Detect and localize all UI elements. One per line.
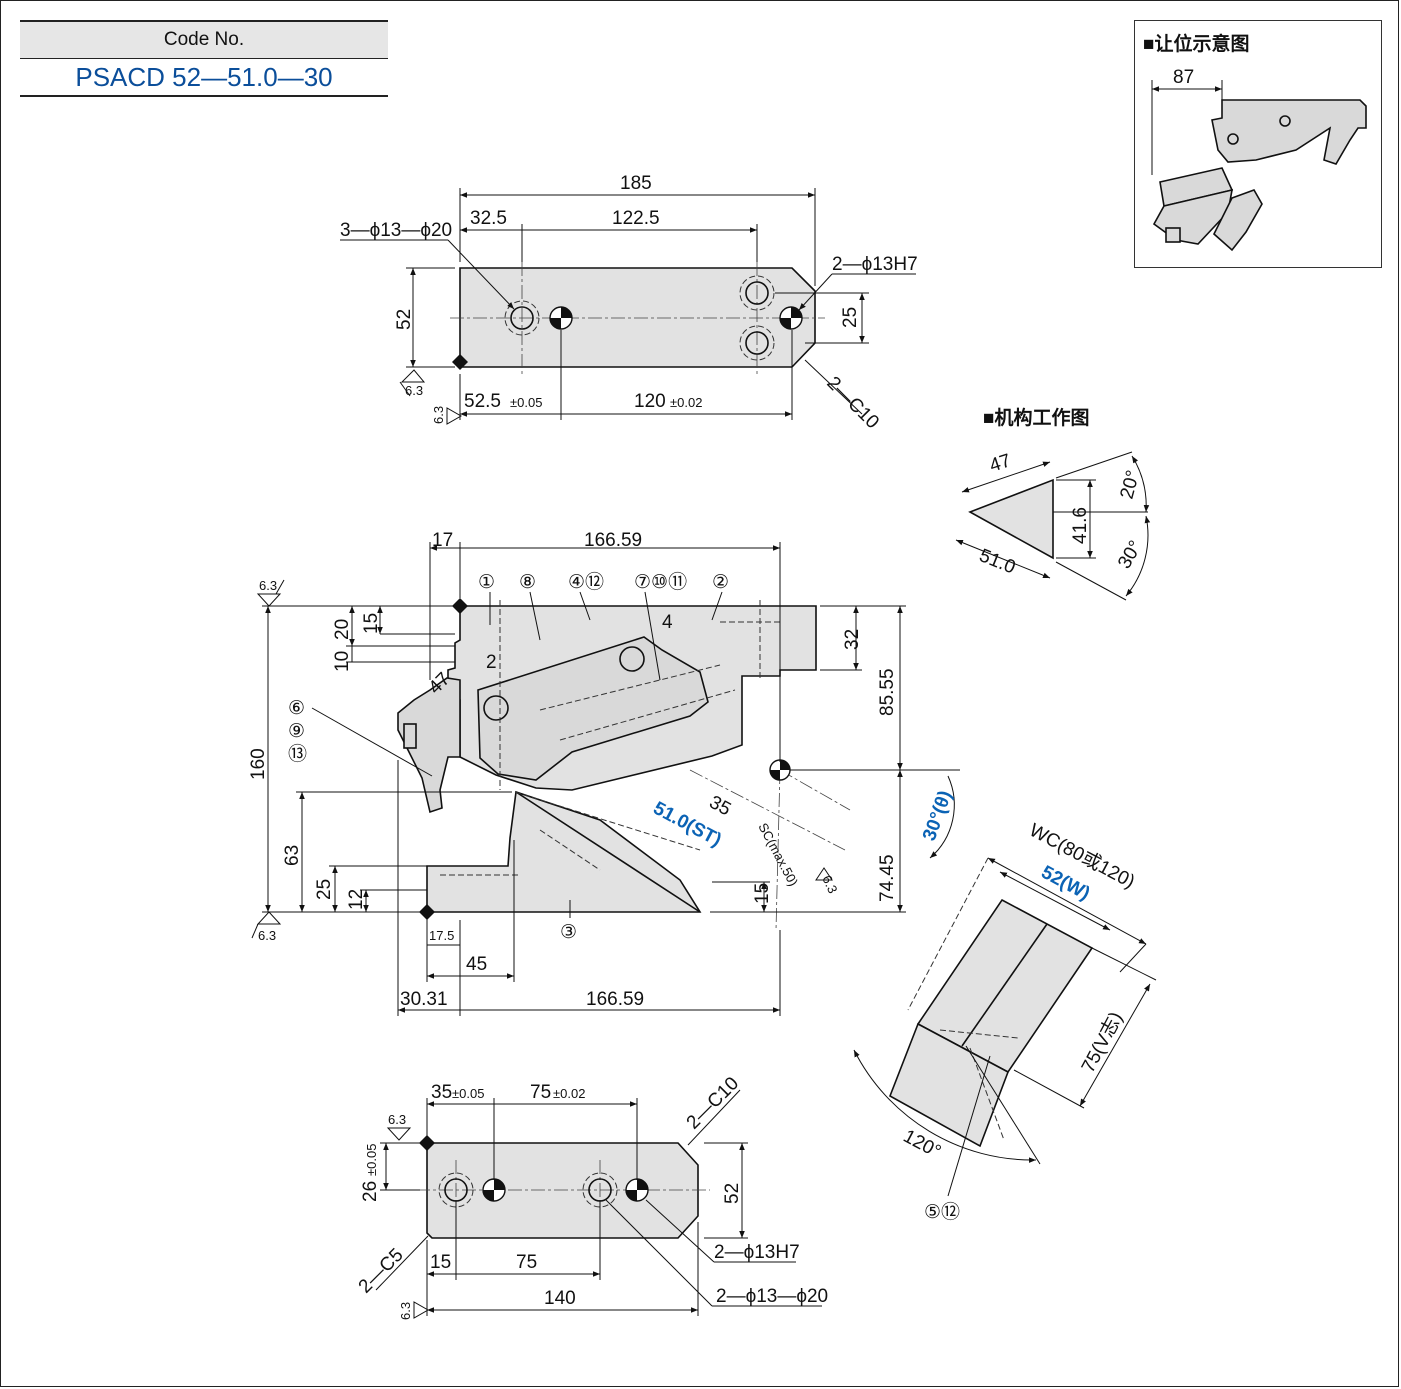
mechanism-dim-41-6: 41.6 — [1070, 507, 1091, 544]
front-dim-4: 4 — [662, 612, 673, 633]
callout-6: ⑥ — [288, 698, 305, 719]
top-dim-52-5: 52.5 — [464, 391, 501, 412]
bottom-holes-counterbore-label: 2—ϕ13—ϕ20 — [716, 1286, 828, 1307]
front-dim-35: 35 — [706, 792, 735, 820]
front-dim-20: 20 — [332, 619, 353, 640]
wedge-v-label: 75(V志) — [1077, 1008, 1127, 1076]
callout-2: ② — [712, 572, 729, 593]
front-dim-17-5: 17.5 — [429, 928, 454, 943]
bottom-roughness-1: 6.3 — [388, 1112, 406, 1127]
bottom-dim-75-tol: ±0.02 — [553, 1086, 585, 1101]
top-dim-32-5: 32.5 — [470, 208, 507, 229]
bottom-dim-52: 52 — [722, 1183, 743, 1204]
wedge-callout-5-12: ⑤⑫ — [924, 1201, 960, 1223]
top-dim-122-5: 122.5 — [612, 208, 660, 229]
top-dim-120-tol: ±0.02 — [670, 395, 702, 410]
code-number-box: Code No. PSACD 52—51.0—30 — [20, 20, 388, 97]
bottom-dim-75-top: 75 — [530, 1082, 551, 1103]
front-dim-25: 25 — [314, 879, 335, 900]
front-dim-166-59-top: 166.59 — [584, 530, 642, 551]
top-dim-52-5-tol: ±0.05 — [510, 395, 542, 410]
front-roughness-right: 6.3 — [819, 873, 840, 896]
bottom-dim-15: 15 — [430, 1252, 451, 1273]
front-dim-17: 17 — [432, 530, 453, 551]
bottom-holes-h7-label: 2—ϕ13H7 — [714, 1242, 800, 1263]
bottom-chamfer-top: 2—C10 — [683, 1073, 743, 1133]
mechanism-angle-30: 30° — [1114, 537, 1147, 572]
callout-4-12: ④⑫ — [568, 571, 604, 593]
top-dim-185: 185 — [620, 173, 652, 194]
mechanism-angle-20: 20° — [1117, 468, 1145, 501]
front-angle-30: 30°(θ) — [919, 788, 956, 844]
front-dim-74-45: 74.45 — [877, 854, 898, 902]
mechanism-dim-47: 47 — [987, 450, 1014, 477]
front-dim-30-31: 30.31 — [400, 989, 448, 1010]
top-roughness-1: 6.3 — [405, 383, 423, 398]
front-sc-label: SC(max.50) — [755, 820, 801, 888]
bottom-dim-75: 75 — [516, 1252, 537, 1273]
front-assembly-view: ① ⑧ ④⑫ ⑦⑩⑪ ② ⑥ ⑨ ⑬ ③ 17 166.59 15 20 10 … — [248, 530, 960, 1016]
callout-13: ⑬ — [288, 743, 307, 765]
front-dim-85-55: 85.55 — [877, 668, 898, 716]
bottom-dim-35: 35 — [431, 1082, 452, 1103]
code-number-value: PSACD 52—51.0—30 — [20, 59, 388, 97]
bottom-dim-35-tol: ±0.05 — [452, 1086, 484, 1101]
wedge-angle-120: 120° — [900, 1126, 945, 1163]
callout-8: ⑧ — [519, 572, 536, 593]
bottom-dim-140: 140 — [544, 1288, 576, 1309]
callout-9: ⑨ — [288, 721, 305, 742]
callout-3: ③ — [560, 922, 577, 943]
front-dim-63: 63 — [282, 845, 303, 866]
callout-1: ① — [478, 572, 495, 593]
top-dim-120: 120 — [634, 391, 666, 412]
clearance-diagram-title: ■让位示意图 — [1143, 34, 1250, 55]
mechanism-diagram: 47 41.6 51.0 20° 30° — [955, 450, 1151, 601]
bottom-dim-26: 26 — [360, 1181, 381, 1202]
top-holes-right-label: 2—ϕ13H7 — [832, 254, 918, 275]
front-dim-12: 12 — [346, 889, 367, 910]
top-plate-view: 185 32.5 122.5 3—ϕ13—ϕ20 2—ϕ13H7 52 25 2… — [340, 173, 918, 433]
front-dim-32: 32 — [842, 629, 863, 650]
mechanism-dim-51: 51.0 — [976, 545, 1018, 578]
front-roughness-bottom: 6.3 — [258, 928, 276, 943]
mechanism-diagram-title: ■机构工作图 — [983, 408, 1090, 429]
top-roughness-2: 6.3 — [431, 406, 446, 424]
bottom-roughness-2: 6.3 — [398, 1302, 413, 1320]
front-roughness-top: 6.3 — [259, 578, 277, 593]
top-holes-left-label: 3—ϕ13—ϕ20 — [340, 220, 452, 241]
front-dim-166-59-bottom: 166.59 — [586, 989, 644, 1010]
top-dim-25: 25 — [840, 307, 861, 328]
front-dim-15-bottom: 15 — [752, 883, 773, 904]
bottom-dim-26-tol: ±0.05 — [364, 1144, 379, 1176]
callout-7-10-11: ⑦⑩⑪ — [634, 571, 687, 593]
top-chamfer-label: 2—C10 — [822, 373, 882, 433]
clearance-sketch: 87 — [1151, 67, 1367, 252]
bottom-plate-view: 35 ±0.05 75 ±0.02 2—C10 26 ±0.05 52 2—C5… — [355, 1073, 828, 1320]
front-dim-160: 160 — [248, 748, 269, 780]
front-dim-45: 45 — [466, 954, 487, 975]
top-dim-52: 52 — [394, 309, 415, 330]
clearance-diagram-panel: ■让位示意图 — [1134, 20, 1382, 268]
wedge-view: WC(80或120) 52(W) 75(V志) 120° ⑤⑫ — [853, 819, 1157, 1223]
bottom-chamfer-left: 2—C5 — [355, 1245, 408, 1298]
front-dim-2: 2 — [486, 652, 497, 673]
clearance-dim-87: 87 — [1173, 67, 1194, 88]
code-number-header: Code No. — [20, 20, 388, 59]
front-dim-15: 15 — [361, 613, 382, 634]
front-dim-10: 10 — [332, 651, 353, 672]
